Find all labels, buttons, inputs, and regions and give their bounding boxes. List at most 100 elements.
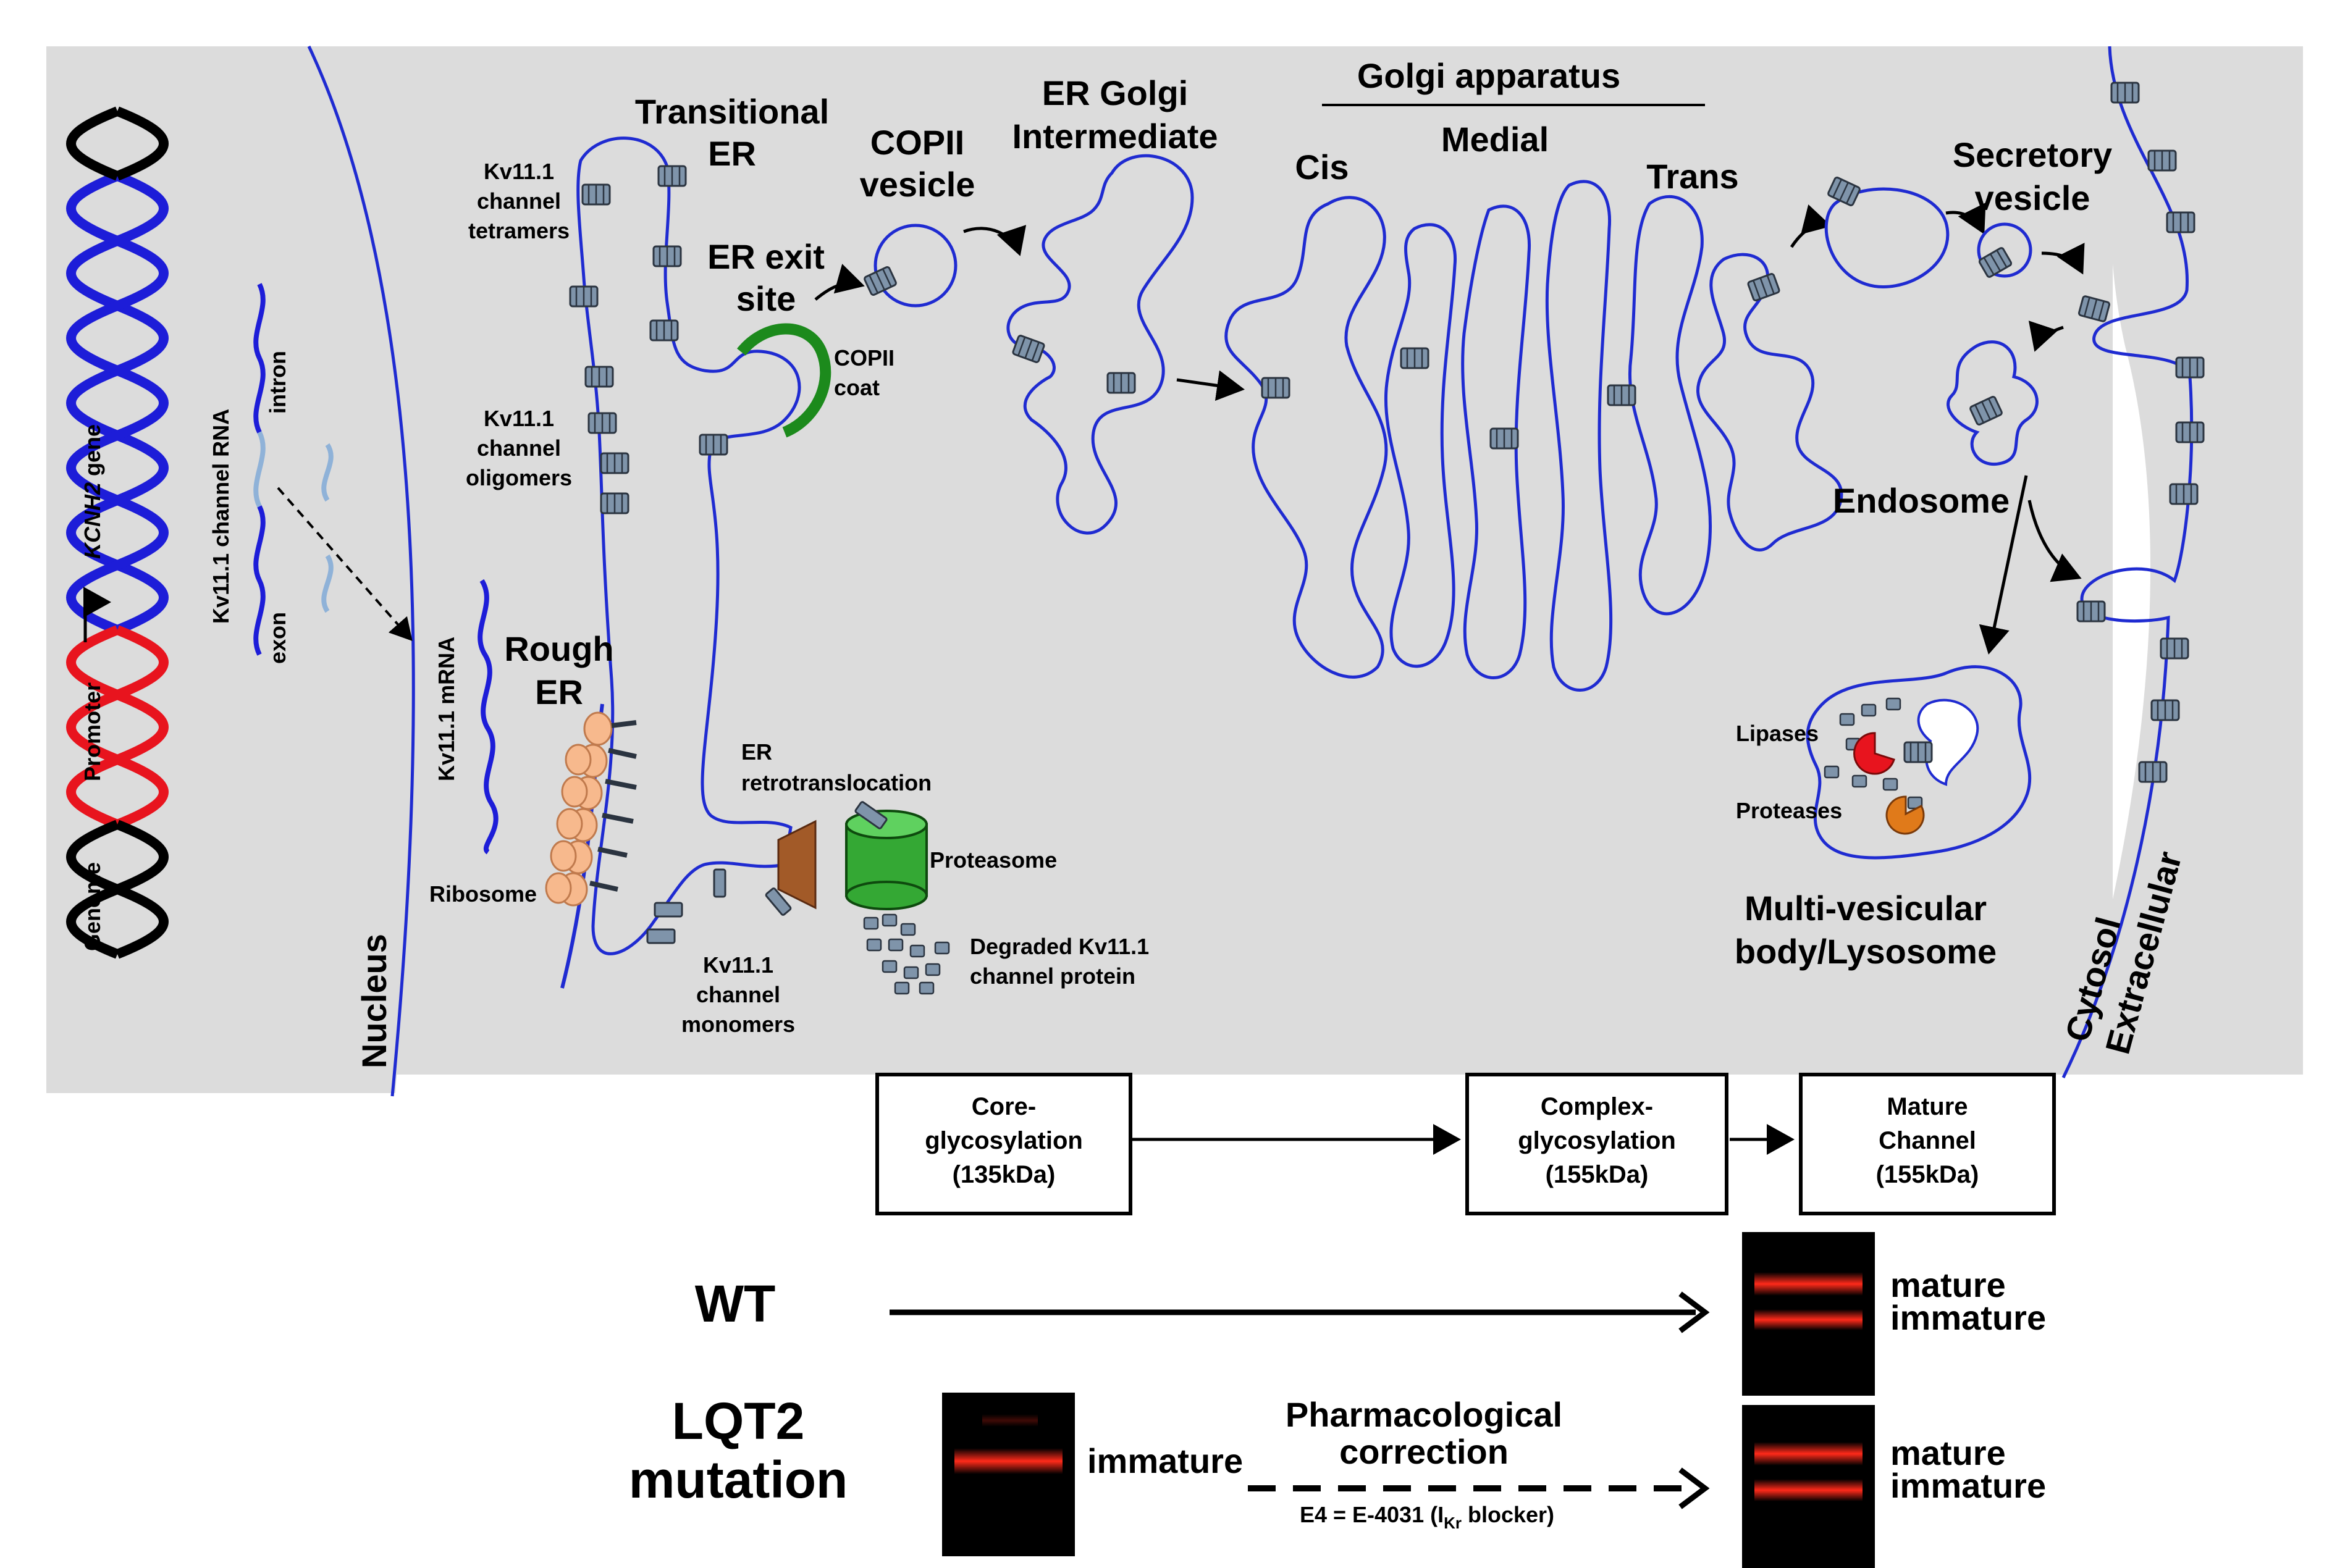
exon-label: exon bbox=[265, 612, 290, 664]
cis-golgi-channel bbox=[1400, 347, 1429, 369]
ergic-membrane bbox=[1006, 154, 1194, 535]
er-exit-label-2: site bbox=[736, 279, 796, 318]
mrna-strand bbox=[478, 579, 499, 855]
er-tetramer-channel bbox=[581, 183, 611, 206]
tetramers-label: Kv11.1 bbox=[484, 159, 554, 184]
mvb-inner bbox=[1917, 698, 1979, 786]
arrow-to-ergic bbox=[963, 225, 1027, 256]
lqt2-label: LQT2 bbox=[672, 1392, 805, 1450]
recycling-channel bbox=[2076, 600, 2106, 623]
pharm-arrow-head bbox=[1678, 1467, 1710, 1509]
medial-label: Medial bbox=[1441, 120, 1549, 159]
svg-text:(155kDa): (155kDa) bbox=[1876, 1161, 1979, 1188]
svg-text:(155kDa): (155kDa) bbox=[1546, 1161, 1649, 1188]
core-glycosylation-box: Core- glycosylation (135kDa) bbox=[875, 1073, 1132, 1215]
monomer bbox=[713, 868, 726, 898]
er-tetramer-channel bbox=[652, 245, 682, 267]
er-tetramer-channel bbox=[649, 319, 679, 342]
ribosomes bbox=[545, 711, 613, 907]
copii-coat-label-2: coat bbox=[834, 375, 880, 400]
wt-immature-label: immature bbox=[1890, 1298, 2046, 1337]
ribosome-label: Ribosome bbox=[429, 881, 537, 907]
rough-er-label-2: ER bbox=[535, 673, 583, 711]
transitional-er-label: Transitional bbox=[635, 92, 829, 131]
nucleus-label: Nucleus bbox=[355, 934, 394, 1068]
cis-golgi-channel bbox=[1261, 377, 1290, 399]
cis-label: Cis bbox=[1295, 148, 1349, 187]
nascent-chains bbox=[589, 720, 637, 892]
copii-vesicle-label-2: vesicle bbox=[860, 165, 975, 204]
pharm-label: Pharmacological bbox=[1286, 1395, 1562, 1434]
protease-icon bbox=[1885, 795, 1925, 835]
ergic-channel bbox=[1106, 372, 1136, 394]
proteasome-icon bbox=[845, 801, 928, 910]
svg-text:glycosylation: glycosylation bbox=[1518, 1127, 1676, 1154]
transcription-start-arrow bbox=[83, 587, 111, 642]
svg-text:glycosylation: glycosylation bbox=[925, 1127, 1083, 1154]
wt-arrow-head bbox=[1678, 1291, 1710, 1333]
er-exit-label: ER exit bbox=[707, 237, 825, 276]
wt-label: WT bbox=[695, 1275, 776, 1333]
copii-coat bbox=[736, 323, 831, 438]
arrow-to-lysosome bbox=[1979, 475, 2028, 655]
corrected-immature-label: immature bbox=[1890, 1466, 2046, 1505]
tetramers-label-2: channel bbox=[477, 188, 561, 214]
copii-vesicle-label: COPII bbox=[870, 123, 964, 162]
wt-blot bbox=[1742, 1232, 1875, 1396]
mature-channel-box: Mature Channel (155kDa) bbox=[1799, 1073, 2056, 1215]
trans-golgi-network bbox=[1696, 253, 1843, 551]
tetramers-label-3: tetramers bbox=[468, 218, 570, 243]
retro-label-2: retrotranslocation bbox=[741, 770, 932, 795]
monomers-label: Kv11.1 bbox=[703, 952, 773, 978]
mvb-label-2: body/Lysosome bbox=[1735, 932, 1997, 971]
svg-text:(135kDa): (135kDa) bbox=[953, 1161, 1056, 1188]
svg-text:Mature: Mature bbox=[1887, 1093, 1968, 1120]
er-oligomer-channel bbox=[587, 412, 617, 434]
golgi-label: Golgi apparatus bbox=[1357, 56, 1620, 95]
e4-label: E4 = E-4031 (IKr blocker) bbox=[1300, 1502, 1554, 1532]
proteases-label: Proteases bbox=[1736, 798, 1842, 823]
monomer bbox=[646, 928, 676, 944]
ergic-label-2: Intermediate bbox=[1012, 117, 1218, 156]
retrotranslocon bbox=[777, 820, 817, 910]
lipase-icon bbox=[1853, 732, 1895, 775]
wt-mature-label: mature bbox=[1890, 1265, 2006, 1304]
genome-helix bbox=[66, 106, 169, 959]
endosome-label: Endosome bbox=[1833, 481, 2010, 520]
er-oligomer-channel bbox=[584, 366, 614, 388]
corrected-mature-label: mature bbox=[1890, 1433, 2006, 1472]
arrow-to-golgi bbox=[1176, 370, 1245, 401]
mvb-label: Multi-vesicular bbox=[1745, 889, 1987, 928]
lqt2-blot bbox=[942, 1393, 1075, 1556]
rna-strands bbox=[253, 283, 334, 656]
lqt2-immature-label: immature bbox=[1087, 1441, 1243, 1480]
arrow-to-copii bbox=[814, 264, 865, 301]
oligomers-label-3: oligomers bbox=[466, 465, 572, 490]
splicing-arrow bbox=[277, 487, 413, 642]
lqt2-label-2: mutation bbox=[629, 1451, 848, 1509]
golgi-cisternae bbox=[1224, 180, 1712, 692]
oligomers-label: Kv11.1 bbox=[484, 406, 554, 431]
arrow-to-recycling bbox=[2027, 500, 2082, 582]
medial-golgi-channel bbox=[1489, 427, 1519, 450]
er-oligomer-channel bbox=[600, 452, 629, 474]
arrow-to-membrane bbox=[2041, 243, 2085, 275]
lipases-label: Lipases bbox=[1736, 721, 1819, 746]
gene-label: KCNH2 gene bbox=[80, 424, 105, 559]
pharm-label-2: correction bbox=[1339, 1432, 1509, 1471]
oligomers-label-2: channel bbox=[477, 435, 561, 461]
er-tetramer-channel bbox=[657, 165, 687, 187]
copii-coat-label: COPII bbox=[834, 345, 894, 371]
complex-glycosylation-box: Complex- glycosylation (155kDa) bbox=[1465, 1073, 1728, 1215]
degraded-label: Degraded Kv11.1 bbox=[970, 934, 1149, 959]
proteasome-label: Proteasome bbox=[930, 847, 1057, 873]
monomers-label-2: channel bbox=[696, 982, 780, 1007]
arrow-endocytosis bbox=[2028, 321, 2064, 352]
mvb-channel bbox=[1903, 741, 1933, 763]
transitional-er-label-2: ER bbox=[708, 134, 756, 173]
retro-label: ER bbox=[741, 739, 772, 765]
secretory-label-2: vesicle bbox=[1975, 178, 2090, 217]
trans-label: Trans bbox=[1646, 157, 1738, 196]
